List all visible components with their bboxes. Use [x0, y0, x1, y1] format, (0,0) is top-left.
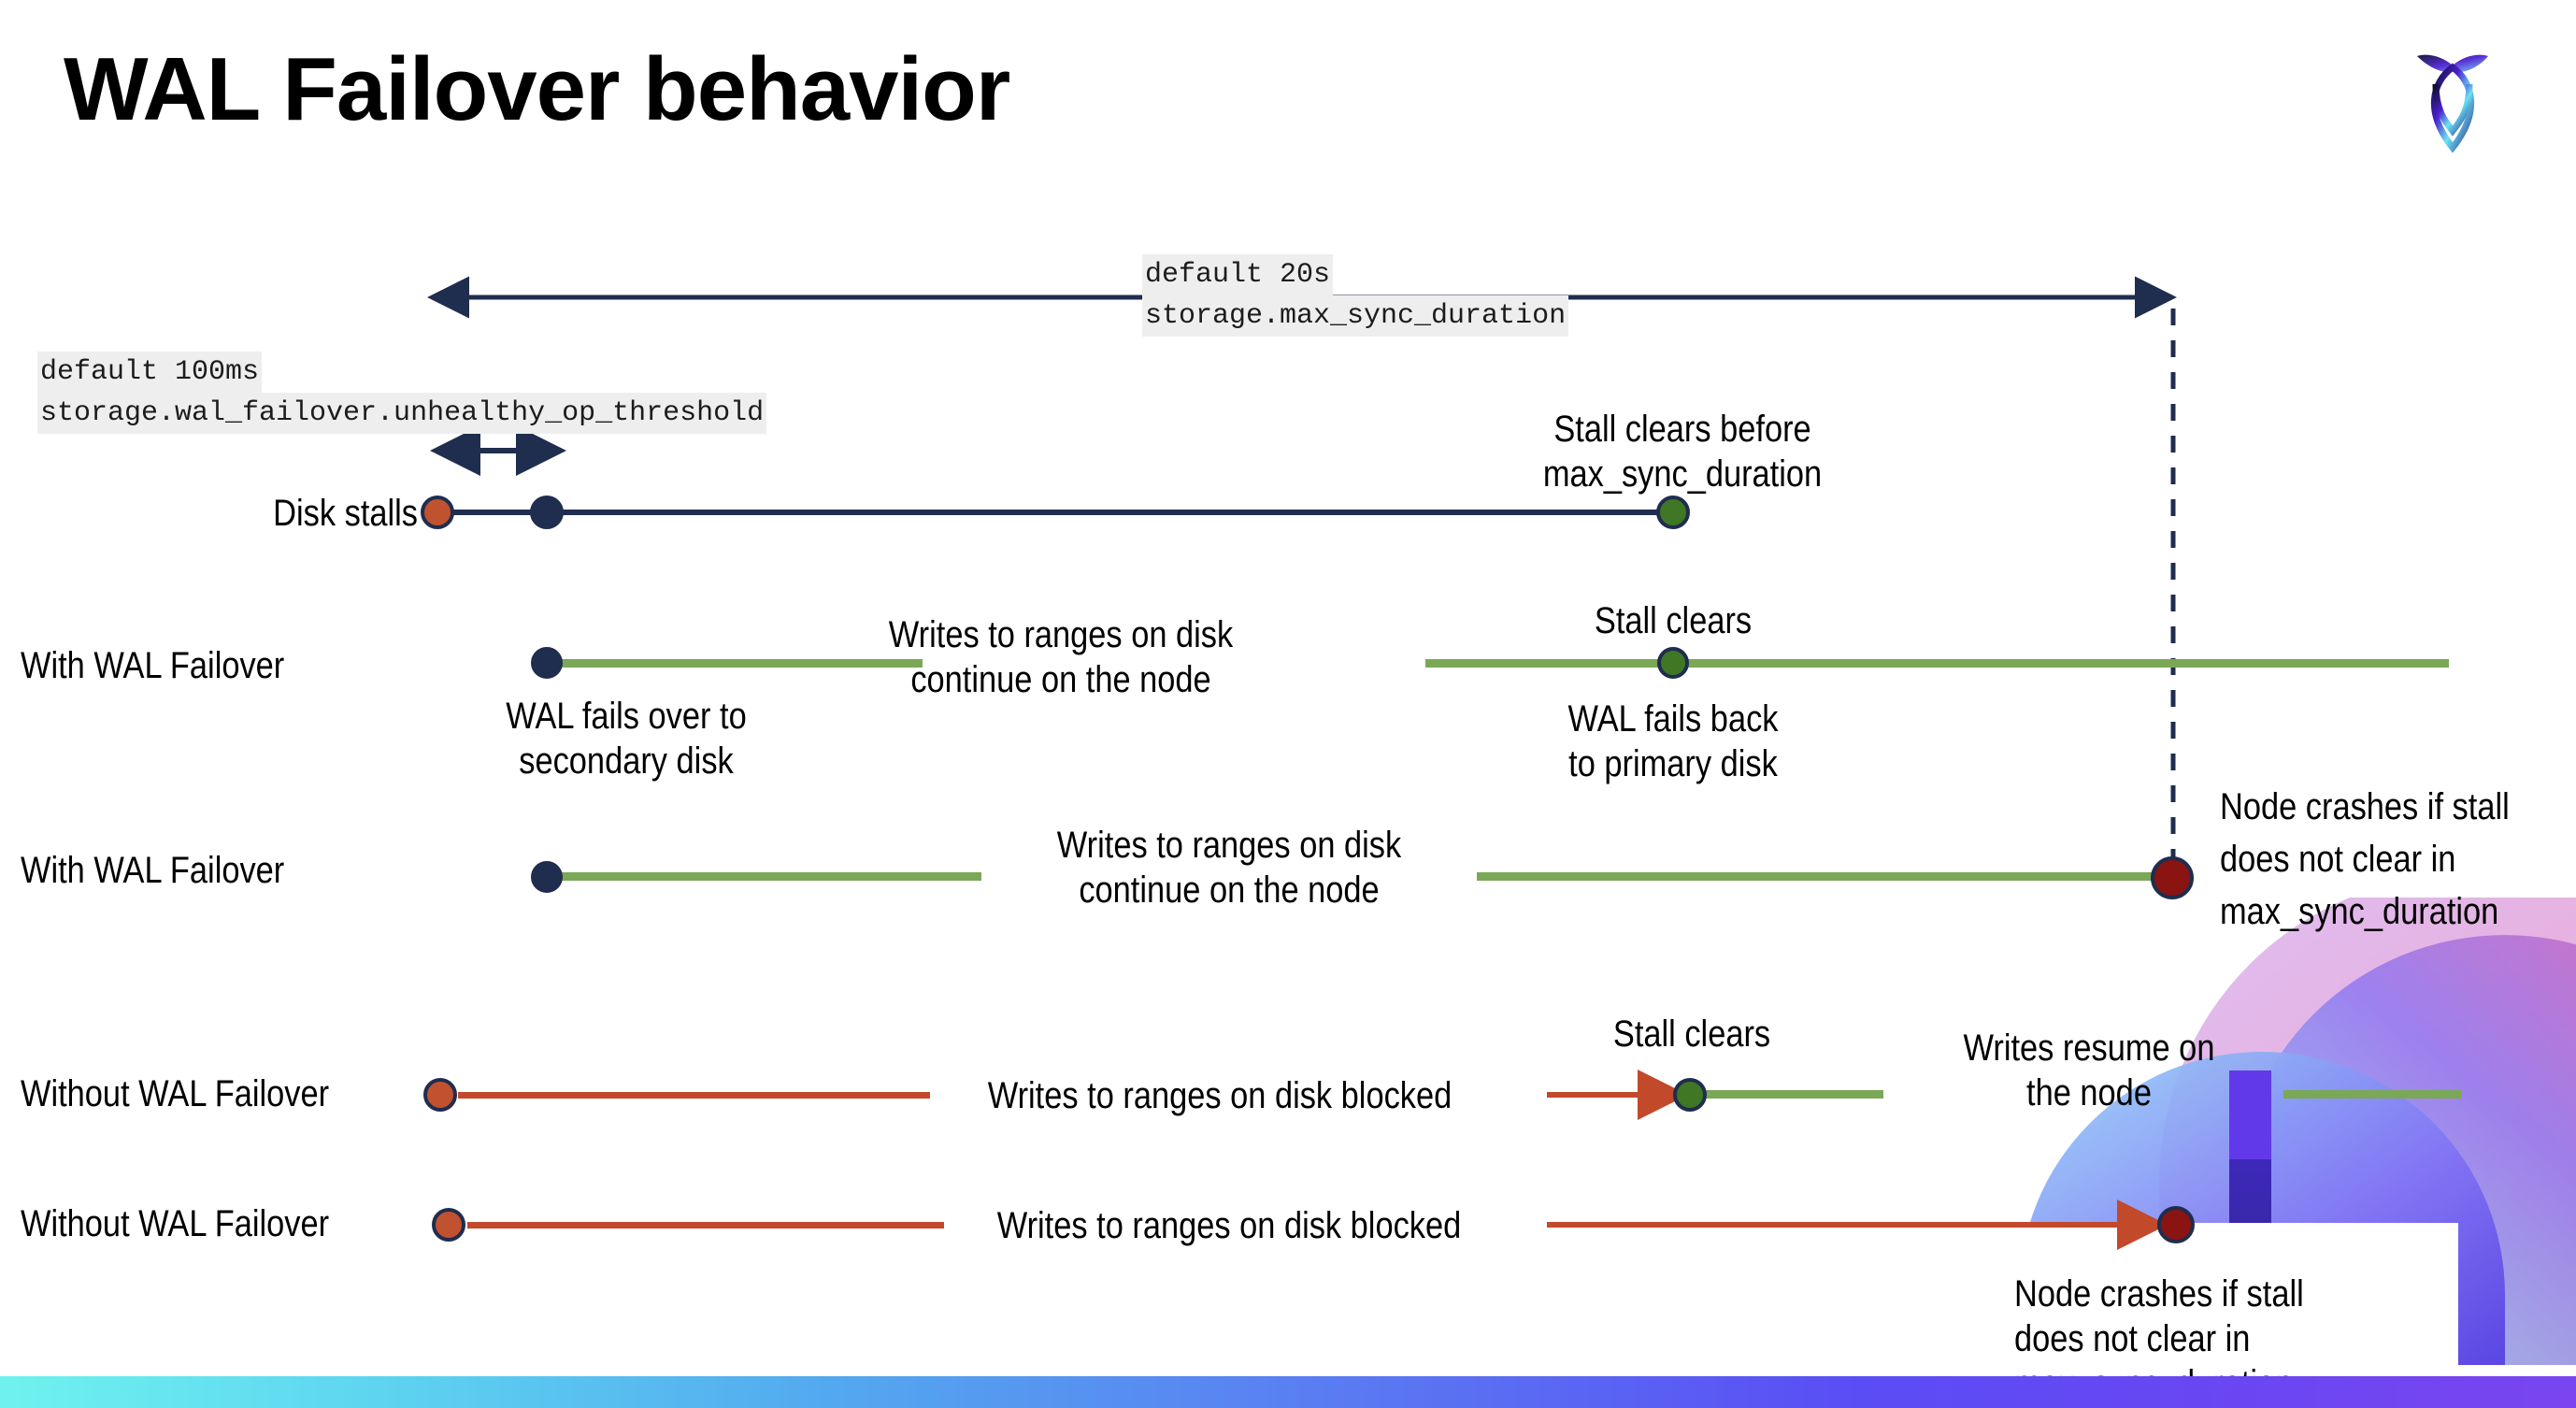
- row2-line-left: [556, 659, 923, 668]
- row2-note-writes-continue: Writes to ranges on disk continue on the…: [888, 614, 1234, 700]
- row2-stall-clears-marker: [1657, 647, 1689, 679]
- unhealthy-default-label: default 100ms: [37, 352, 263, 393]
- row2-note-wal-fails-over: WAL fails over to secondary disk: [506, 696, 747, 782]
- row3-line-left: [556, 872, 981, 881]
- page-title: WAL Failover behavior: [64, 39, 1010, 139]
- row-label-disk-stalls: Disk stalls: [273, 493, 418, 534]
- row2-note-stall-clears: Stall clears: [1594, 600, 1753, 641]
- row-label-with-wal-failover-1: With WAL Failover: [21, 645, 285, 686]
- row1-stall-clears-marker: [1656, 496, 1690, 529]
- row4-stall-start-marker: [423, 1078, 457, 1112]
- row4-line-left: [458, 1092, 930, 1099]
- cockroachdb-logo-icon: [2417, 54, 2488, 153]
- row4-line-mid: [1687, 1090, 1883, 1099]
- row1-line: [447, 510, 1677, 515]
- row-label-with-wal-failover-2: With WAL Failover: [21, 850, 285, 891]
- row5-stall-start-marker: [432, 1208, 465, 1242]
- row5-node-crash-marker: [2157, 1206, 2195, 1243]
- row2-note-wal-fails-back: WAL fails back to primary disk: [1567, 698, 1779, 784]
- row3-note-writes-continue: Writes to ranges on disk continue on the…: [1056, 825, 1402, 911]
- bottom-gradient-bar: [0, 1376, 2576, 1408]
- row-label-without-wal-failover-1: Without WAL Failover: [21, 1073, 330, 1114]
- row3-line-right: [1477, 872, 2159, 881]
- row-label-without-wal-failover-2: Without WAL Failover: [21, 1203, 330, 1244]
- row5-note-writes-blocked: Writes to ranges on disk blocked: [996, 1205, 1462, 1246]
- row3-node-crash-marker: [2151, 856, 2194, 899]
- max-sync-setting-label: storage.max_sync_duration: [1142, 295, 1569, 337]
- row5-line-left: [467, 1222, 944, 1228]
- unhealthy-setting-label: storage.wal_failover.unhealthy_op_thresh…: [37, 393, 767, 434]
- row4-line-right: [2283, 1090, 2461, 1099]
- row1-stall-start-marker: [421, 496, 454, 529]
- row1-note-stall-clears-before: Stall clears before max_sync_duration: [1542, 409, 1823, 495]
- row2-line-right: [1425, 659, 2449, 668]
- row3-failover-marker: [531, 861, 563, 893]
- row4-stall-clears-marker: [1673, 1078, 1707, 1112]
- deco-white-panel: [1991, 1223, 2458, 1372]
- row2-failover-marker: [531, 647, 563, 679]
- row1-threshold-marker: [530, 496, 564, 529]
- row4-note-writes-blocked: Writes to ranges on disk blocked: [987, 1075, 1453, 1116]
- row4-note-writes-resume: Writes resume on the node: [1963, 1027, 2215, 1113]
- row4-note-stall-clears: Stall clears: [1612, 1013, 1771, 1055]
- max-sync-default-label: default 20s: [1142, 254, 1334, 295]
- row3-note-node-crashes: Node crashes if stall does not clear in …: [2220, 786, 2510, 932]
